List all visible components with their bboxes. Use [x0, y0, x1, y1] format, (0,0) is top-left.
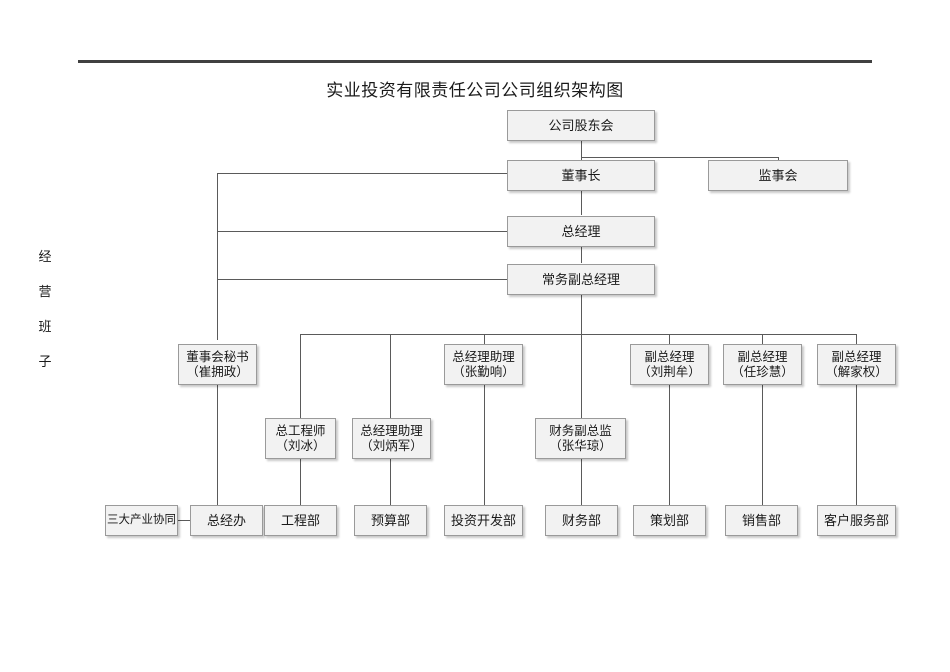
connector-shareholders-down: [581, 141, 582, 157]
connector-drop-deputy-gm-ren: [762, 334, 763, 344]
node-gm-assistant-zhang-line2: （张勤响）: [452, 364, 515, 379]
node-dept-customer-service-label: 客户服务部: [823, 512, 889, 528]
node-deputy-gm-xie-line2: （解家权）: [825, 364, 888, 379]
node-dept-engineering[interactable]: 工程部: [264, 505, 337, 536]
connector-shareholders-to-supervisors: [581, 157, 778, 158]
connector-gm-assistant-zhang-down: [484, 385, 485, 507]
node-dept-planning[interactable]: 策划部: [633, 505, 706, 536]
node-deputy-gm-xie[interactable]: 副总经理 （解家权）: [817, 344, 896, 385]
node-supervisors-label: 监事会: [758, 167, 798, 183]
node-dept-engineering-label: 工程部: [280, 512, 320, 528]
node-exec-deputy-gm[interactable]: 常务副总经理: [507, 264, 655, 295]
connector-bus-to-exec-deputy: [217, 279, 507, 280]
node-deputy-gm-ren[interactable]: 副总经理 （任珍慧）: [723, 344, 802, 385]
connector-drop-gm-assistant-zhang: [484, 334, 485, 344]
side-label-char-1: 经: [38, 249, 52, 264]
node-chief-engineer[interactable]: 总工程师 （刘冰）: [265, 418, 336, 459]
connector-bus-to-chairman: [217, 173, 507, 174]
node-chief-engineer-line2: （刘冰）: [275, 438, 326, 453]
connector-synergy-to-gm-office: [178, 520, 190, 521]
node-dept-gm-office[interactable]: 总经办: [190, 505, 263, 536]
connector-left-bus: [217, 173, 218, 340]
connector-deputy-gm-xie-down: [856, 385, 857, 507]
node-exec-deputy-gm-label: 常务副总经理: [541, 271, 620, 287]
connector-chairman-to-gm: [581, 191, 582, 215]
node-deputy-gm-liu-line2: （刘荆牟）: [638, 364, 701, 379]
node-dept-budget[interactable]: 预算部: [354, 505, 427, 536]
node-finance-deputy-director-line1: 财务副总监: [549, 423, 612, 438]
node-board-secretary[interactable]: 董事会秘书 （崔拥政）: [178, 344, 257, 385]
node-gm-assistant-liu-line1: 总经理助理: [360, 423, 423, 438]
node-deputy-gm-liu[interactable]: 副总经理 （刘荆牟）: [630, 344, 709, 385]
node-shareholders[interactable]: 公司股东会: [507, 110, 655, 141]
page-title: 实业投资有限责任公司公司组织架构图: [326, 81, 624, 100]
node-three-industry-synergy-label: 三大产业协同: [107, 513, 176, 526]
node-deputy-gm-liu-line1: 副总经理: [644, 349, 695, 364]
node-supervisors[interactable]: 监事会: [708, 160, 848, 191]
connector-bus-to-gm: [217, 231, 507, 232]
node-finance-deputy-director-line2: （张华琼）: [549, 438, 612, 453]
node-general-manager[interactable]: 总经理: [507, 216, 655, 247]
node-dept-finance-label: 财务部: [561, 512, 601, 528]
side-label-char-3: 班: [38, 319, 52, 334]
connector-drop-deputy-gm-xie: [856, 334, 857, 344]
node-board-secretary-line1: 董事会秘书: [186, 349, 249, 364]
connector-drop-deputy-gm-liu: [669, 334, 670, 344]
node-chairman-label: 董事长: [561, 167, 601, 183]
node-finance-deputy-director[interactable]: 财务副总监 （张华琼）: [535, 418, 626, 459]
node-gm-assistant-zhang[interactable]: 总经理助理 （张勤响）: [444, 344, 523, 385]
connector-gm-to-exec-deputy: [581, 247, 582, 263]
node-gm-assistant-liu[interactable]: 总经理助理 （刘炳军）: [352, 418, 431, 459]
node-dept-sales-label: 销售部: [741, 512, 781, 528]
side-label-management-team: 经 营 班 子: [32, 250, 58, 390]
node-deputy-gm-xie-line1: 副总经理: [831, 349, 882, 364]
node-dept-investment-label: 投资开发部: [450, 512, 516, 528]
connector-deputy-gm-liu-down: [669, 385, 670, 507]
node-chief-engineer-line1: 总工程师: [275, 423, 326, 438]
node-gm-assistant-liu-line2: （刘炳军）: [360, 438, 423, 453]
connector-distribution-bar: [300, 334, 856, 335]
connector-exec-deputy-down: [581, 295, 582, 334]
node-dept-gm-office-label: 总经办: [206, 512, 246, 528]
header-rule: [78, 60, 872, 63]
connector-board-secretary-down: [217, 385, 218, 507]
node-dept-planning-label: 策划部: [649, 512, 689, 528]
node-board-secretary-line2: （崔拥政）: [186, 364, 249, 379]
node-three-industry-synergy[interactable]: 三大产业协同: [105, 505, 178, 536]
side-label-char-4: 子: [38, 354, 52, 369]
connector-deputy-gm-ren-down: [762, 385, 763, 507]
node-shareholders-label: 公司股东会: [548, 117, 614, 133]
side-label-char-2: 营: [38, 284, 52, 299]
node-dept-budget-label: 预算部: [370, 512, 410, 528]
node-general-manager-label: 总经理: [561, 223, 601, 239]
node-deputy-gm-ren-line1: 副总经理: [737, 349, 788, 364]
node-deputy-gm-ren-line2: （任珍慧）: [731, 364, 794, 379]
node-dept-sales[interactable]: 销售部: [725, 505, 798, 536]
node-dept-customer-service[interactable]: 客户服务部: [817, 505, 896, 536]
node-dept-finance[interactable]: 财务部: [545, 505, 618, 536]
node-chairman[interactable]: 董事长: [507, 160, 655, 191]
node-dept-investment[interactable]: 投资开发部: [444, 505, 523, 536]
node-gm-assistant-zhang-line1: 总经理助理: [452, 349, 515, 364]
